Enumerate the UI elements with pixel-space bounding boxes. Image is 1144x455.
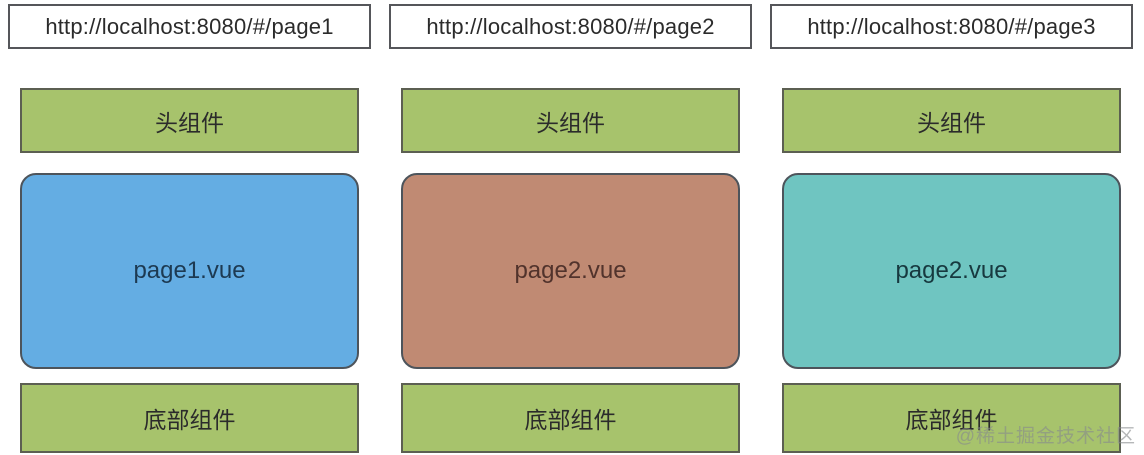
page-component-box: page2.vue [401,173,740,369]
browser-column-page3: http://localhost:8080/#/page3 头组件 page2.… [770,4,1133,453]
browser-column-page1: http://localhost:8080/#/page1 头组件 page1.… [8,4,371,453]
url-bar: http://localhost:8080/#/page2 [389,4,752,49]
url-bar: http://localhost:8080/#/page3 [770,4,1133,49]
header-component-box: 头组件 [401,88,740,153]
footer-component-box: 底部组件 [782,383,1121,453]
header-component-box: 头组件 [20,88,359,153]
url-bar: http://localhost:8080/#/page1 [8,4,371,49]
page-component-box: page2.vue [782,173,1121,369]
header-component-box: 头组件 [782,88,1121,153]
page-component-box: page1.vue [20,173,359,369]
browser-column-page2: http://localhost:8080/#/page2 头组件 page2.… [389,4,752,453]
footer-component-box: 底部组件 [20,383,359,453]
footer-component-box: 底部组件 [401,383,740,453]
